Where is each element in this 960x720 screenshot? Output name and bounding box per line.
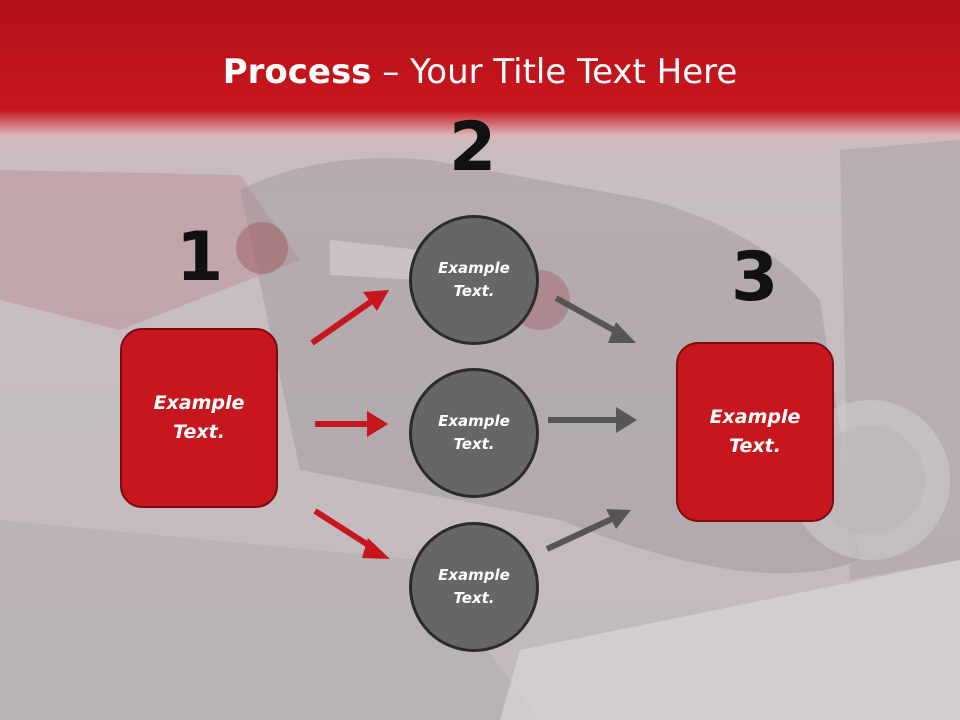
circle-middle-line1: Example <box>438 412 510 430</box>
step-3-text-line1: Example <box>709 406 801 428</box>
circle-middle-line2: Text. <box>453 435 495 453</box>
step-1-box: Example Text. <box>120 328 278 508</box>
red-arrow-right-icon <box>315 411 388 437</box>
circle-top-line2: Text. <box>453 282 495 300</box>
gray-arrow-right-icon <box>548 407 637 433</box>
step-1-text-line2: Text. <box>173 421 225 443</box>
circle-bottom: Example Text. <box>409 522 539 652</box>
title-bold: Process <box>222 52 372 92</box>
step-number-3: 3 <box>731 238 779 317</box>
gray-arrow-down-icon <box>554 295 636 343</box>
step-3-text-line2: Text. <box>729 435 781 457</box>
step-number-2: 2 <box>449 108 497 187</box>
circle-top-line1: Example <box>438 259 510 277</box>
step-1-text-line1: Example <box>153 392 245 414</box>
red-arrow-up-icon <box>310 290 389 346</box>
circle-bottom-line2: Text. <box>453 589 495 607</box>
circle-top: Example Text. <box>409 215 539 345</box>
title-rest: – Your Title Text Here <box>371 52 738 92</box>
red-arrow-down-icon <box>313 508 390 559</box>
gray-arrow-up-icon <box>545 509 631 552</box>
step-3-box: Example Text. <box>676 342 834 522</box>
circle-bottom-line1: Example <box>438 566 510 584</box>
slide-title: Process – Your Title Text Here <box>0 52 960 92</box>
step-number-1: 1 <box>176 218 224 297</box>
circle-middle: Example Text. <box>409 368 539 498</box>
